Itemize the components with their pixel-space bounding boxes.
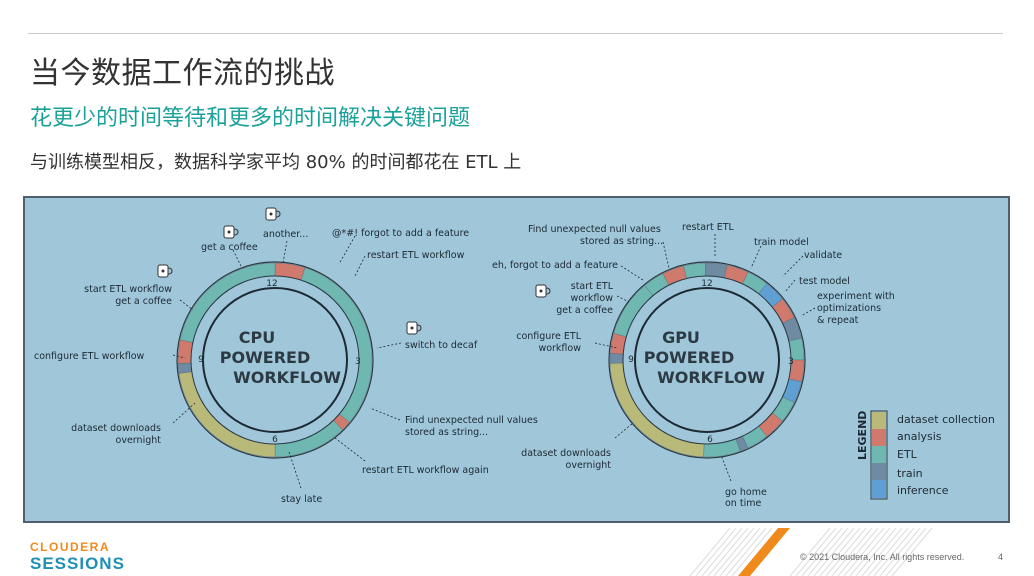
gpu-annotation-train-model: train model [754,237,809,248]
cpu-annotation-start-etl-line1: start ETL workflow [84,284,172,295]
legend-swatch-inference [872,480,886,498]
cpu-clock-6: 6 [272,435,278,445]
cpu-annotation-restart-again: restart ETL workflow again [362,465,489,476]
legend-title: LEGEND [856,411,869,460]
gpu-core-line3: WORKFLOW [657,368,765,387]
gpu-clock-12: 12 [701,279,712,289]
gpu-annotation-experiment-line1: experiment with [817,291,895,302]
gpu-annotation-dataset-line1: dataset downloads [521,448,611,459]
coffee-cup-icon [157,264,173,278]
cpu-annotation-configure-etl: configure ETL workflow [34,351,145,362]
gpu-annotation-validate: validate [804,250,842,261]
cpu-annotation-get-coffee: get a coffee [201,242,258,253]
cpu-core-line2: POWERED [220,348,310,367]
gpu-clock-3: 3 [788,357,794,367]
cpu-annotation-dataset-line1: dataset downloads [71,423,161,434]
ring-core-circle [634,287,780,433]
ring-outer-border [176,261,374,459]
coffee-cup-icon [535,284,551,298]
gpu-annotation-null-line2: stored as string... [580,236,663,247]
slide-subtitle: 花更少的时间等待和更多的时间解决关键问题 [30,106,471,131]
cpu-annotation-dataset-line2: overnight [116,435,162,446]
ring-segment [177,362,193,374]
slide-title: 当今数据工作流的挑战 [30,56,335,91]
legend-frame [870,410,888,500]
coffee-cup-icon [406,321,422,335]
ring-inner-border [622,275,792,445]
gpu-annotation-go-home-line1: go home [725,487,767,498]
coffee-cup-icon [223,225,239,239]
legend-swatch-dataset-collection [872,412,886,429]
ring-inner-border [190,275,360,445]
footer-orange-stripe [738,528,790,576]
gpu-annotation-start-etl-line3: get a coffee [556,305,613,316]
gpu-clock-9: 9 [628,355,634,365]
coffee-cup-icon [265,207,281,221]
gpu-annotation-null-line1: Find unexpected null values [528,224,661,235]
cpu-annotation-switch-decaf: switch to decaf [405,340,478,351]
workflow-diagram: CPU POWERED WORKFLOW GPU POWERED WORKFLO… [34,207,995,509]
gpu-clock-6: 6 [707,435,713,445]
gpu-annotation-configure-line1: configure ETL [516,331,581,342]
cpu-annotation-start-etl-line2: get a coffee [115,296,172,307]
gpu-annotation-restart-etl: restart ETL [682,222,734,233]
gpu-annotation-experiment-line2: optimizations [817,303,881,314]
cloudera-logo-text: CLOUDERA [30,540,110,554]
gpu-annotation-start-etl-line1: start ETL [571,281,614,292]
legend-swatch-train [872,463,886,480]
legend-swatch-analysis [872,429,886,446]
legend-label-analysis: analysis [897,430,942,443]
cpu-annotation-restart-etl: restart ETL workflow [367,250,465,261]
cpu-annotation-forgot: @*#! forgot to add a feature [332,228,469,239]
gpu-annotation-test-model: test model [799,276,850,287]
ring-segment [609,353,624,364]
cpu-core-line1: CPU [239,328,275,347]
gpu-core-line2: POWERED [644,348,734,367]
gpu-annotation-experiment-line3: & repeat [817,315,859,326]
cpu-annotation-another: another... [263,229,308,240]
footer-stripes-decoration [690,528,933,576]
gpu-annotation-forgot: eh, forgot to add a feature [492,260,618,271]
cpu-annotation-stay-late: stay late [281,494,322,505]
gpu-leader-lines [594,234,816,482]
legend-swatch-etl [872,446,886,463]
gpu-workflow-ring [608,261,806,459]
legend-label-etl: ETL [897,448,918,461]
legend-label-train: train [897,467,923,480]
gpu-annotation-dataset-line2: overnight [566,460,612,471]
cpu-leader-lines [172,235,402,489]
gpu-annotation-go-home-line2: on time [725,498,761,509]
sessions-logo-text: SESSIONS [30,554,125,573]
cpu-core-line3: WORKFLOW [233,368,341,387]
legend-label-dataset-collection: dataset collection [897,413,995,426]
cpu-clock-9: 9 [198,355,204,365]
cpu-annotation-null-line2: stored as string... [405,427,488,438]
slide-body-text: 与训练模型相反，数据科学家平均 80% 的时间都花在 ETL 上 [30,152,522,173]
legend-label-inference: inference [897,484,949,497]
cpu-clock-12: 12 [266,279,277,289]
workflow-comparison-figure: CPU POWERED WORKFLOW GPU POWERED WORKFLO… [23,196,1010,523]
copyright-text: © 2021 Cloudera, Inc. All rights reserve… [800,552,965,562]
page-number: 4 [998,552,1004,562]
top-divider [28,33,1003,34]
gpu-annotation-start-etl-line2: workflow [570,293,613,304]
legend: LEGEND dataset collection analysis ETL t… [856,410,995,500]
gpu-core-line1: GPU [662,328,700,347]
ring-outer-border [608,261,806,459]
ring-core-circle [202,287,348,433]
cpu-clock-3: 3 [355,357,361,367]
cpu-annotation-null-line1: Find unexpected null values [405,415,538,426]
ring-segment [613,285,654,338]
gpu-annotation-configure-line2: workflow [538,343,581,354]
cpu-workflow-ring [176,261,374,459]
